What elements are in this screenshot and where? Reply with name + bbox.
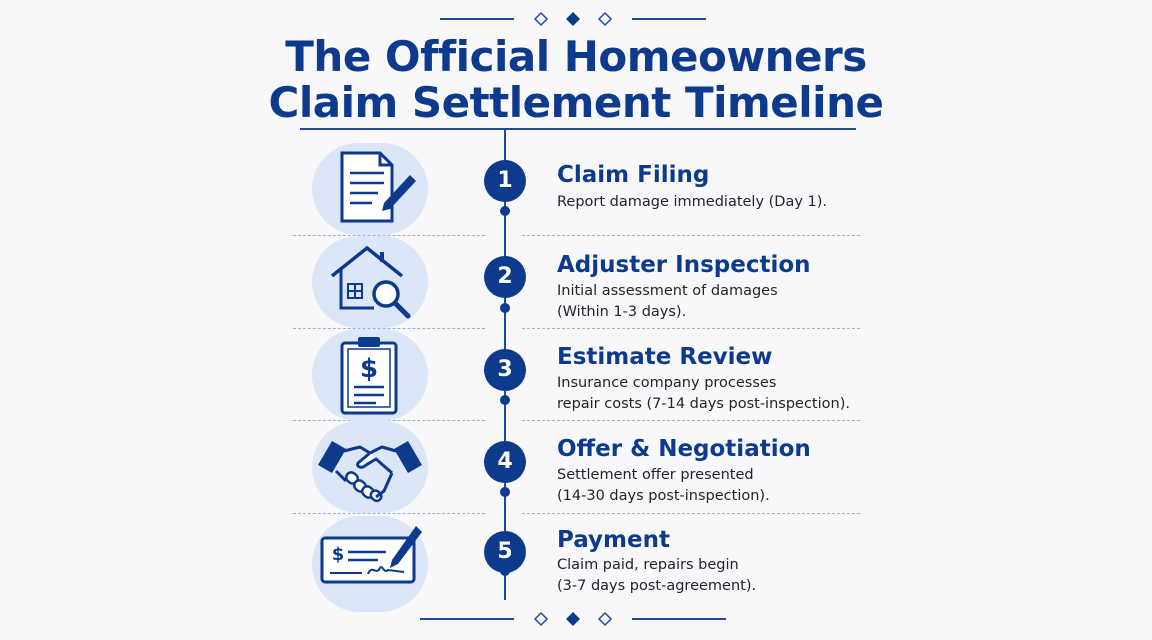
timeline-dot — [500, 395, 510, 405]
title-underline — [300, 128, 856, 130]
row-divider — [293, 235, 485, 236]
step-description-line: Initial assessment of damages — [557, 283, 778, 299]
timeline-step-3: $ 3 Estimate Review Insurance company pr… — [0, 329, 1152, 421]
step-description-line: (14-30 days post-inspection). — [557, 488, 770, 504]
step-title: Adjuster Inspection — [557, 252, 811, 278]
timeline-step-2: 2 Adjuster Inspection Initial assessment… — [0, 236, 1152, 328]
check-payment-icon: $ — [312, 516, 428, 612]
step-title: Claim Filing — [557, 162, 710, 188]
step-description: Initial assessment of damages (Within 1-… — [557, 281, 778, 323]
step-description-line: Report damage immediately (Day 1). — [557, 194, 828, 210]
clipboard-dollar-icon: $ — [312, 329, 428, 421]
house-magnifier-icon — [312, 236, 428, 328]
step-number-badge: 1 — [484, 160, 526, 202]
step-number-badge: 4 — [484, 441, 526, 483]
page-title: The Official Homeowners Claim Settlement… — [0, 34, 1152, 126]
svg-text:$: $ — [360, 354, 378, 384]
timeline-dot — [500, 206, 510, 216]
row-divider — [293, 513, 485, 514]
step-description-line: Claim paid, repairs begin — [557, 557, 739, 573]
title-line-1: The Official Homeowners — [285, 32, 867, 81]
row-divider — [522, 513, 860, 514]
row-divider — [522, 328, 860, 329]
bottom-ornament — [0, 609, 1152, 629]
timeline-step-1: 1 Claim Filing Report damage immediately… — [0, 141, 1152, 235]
step-description-line: (Within 1-3 days). — [557, 304, 687, 320]
handshake-icon — [312, 421, 428, 513]
step-description: Insurance company processes repair costs… — [557, 373, 850, 415]
step-title: Offer & Negotiation — [557, 436, 811, 462]
title-line-2: Claim Settlement Timeline — [268, 78, 884, 127]
timeline-dot — [500, 303, 510, 313]
step-description-line: (3-7 days post-agreement). — [557, 578, 757, 594]
timeline-dot — [500, 566, 510, 576]
step-description: Report damage immediately (Day 1). — [557, 192, 827, 213]
row-divider — [522, 235, 860, 236]
svg-text:$: $ — [332, 544, 345, 565]
step-description-line: Insurance company processes — [557, 375, 777, 391]
timeline-step-5: $ 5 Payment Claim paid, repairs begin (3… — [0, 514, 1152, 612]
timeline-dot — [500, 487, 510, 497]
step-description-line: repair costs (7-14 days post-inspection)… — [557, 396, 850, 412]
step-description: Claim paid, repairs begin (3-7 days post… — [557, 555, 756, 597]
document-pen-icon — [312, 143, 428, 235]
step-number-badge: 3 — [484, 349, 526, 391]
step-title: Estimate Review — [557, 344, 773, 370]
row-divider — [293, 420, 485, 421]
timeline-step-4: 4 Offer & Negotiation Settlement offer p… — [0, 421, 1152, 513]
step-description: Settlement offer presented (14-30 days p… — [557, 465, 770, 507]
step-description-line: Settlement offer presented — [557, 467, 754, 483]
top-ornament — [0, 9, 1152, 29]
row-divider — [293, 328, 485, 329]
step-number-badge: 2 — [484, 256, 526, 298]
step-title: Payment — [557, 527, 670, 553]
row-divider — [522, 420, 860, 421]
